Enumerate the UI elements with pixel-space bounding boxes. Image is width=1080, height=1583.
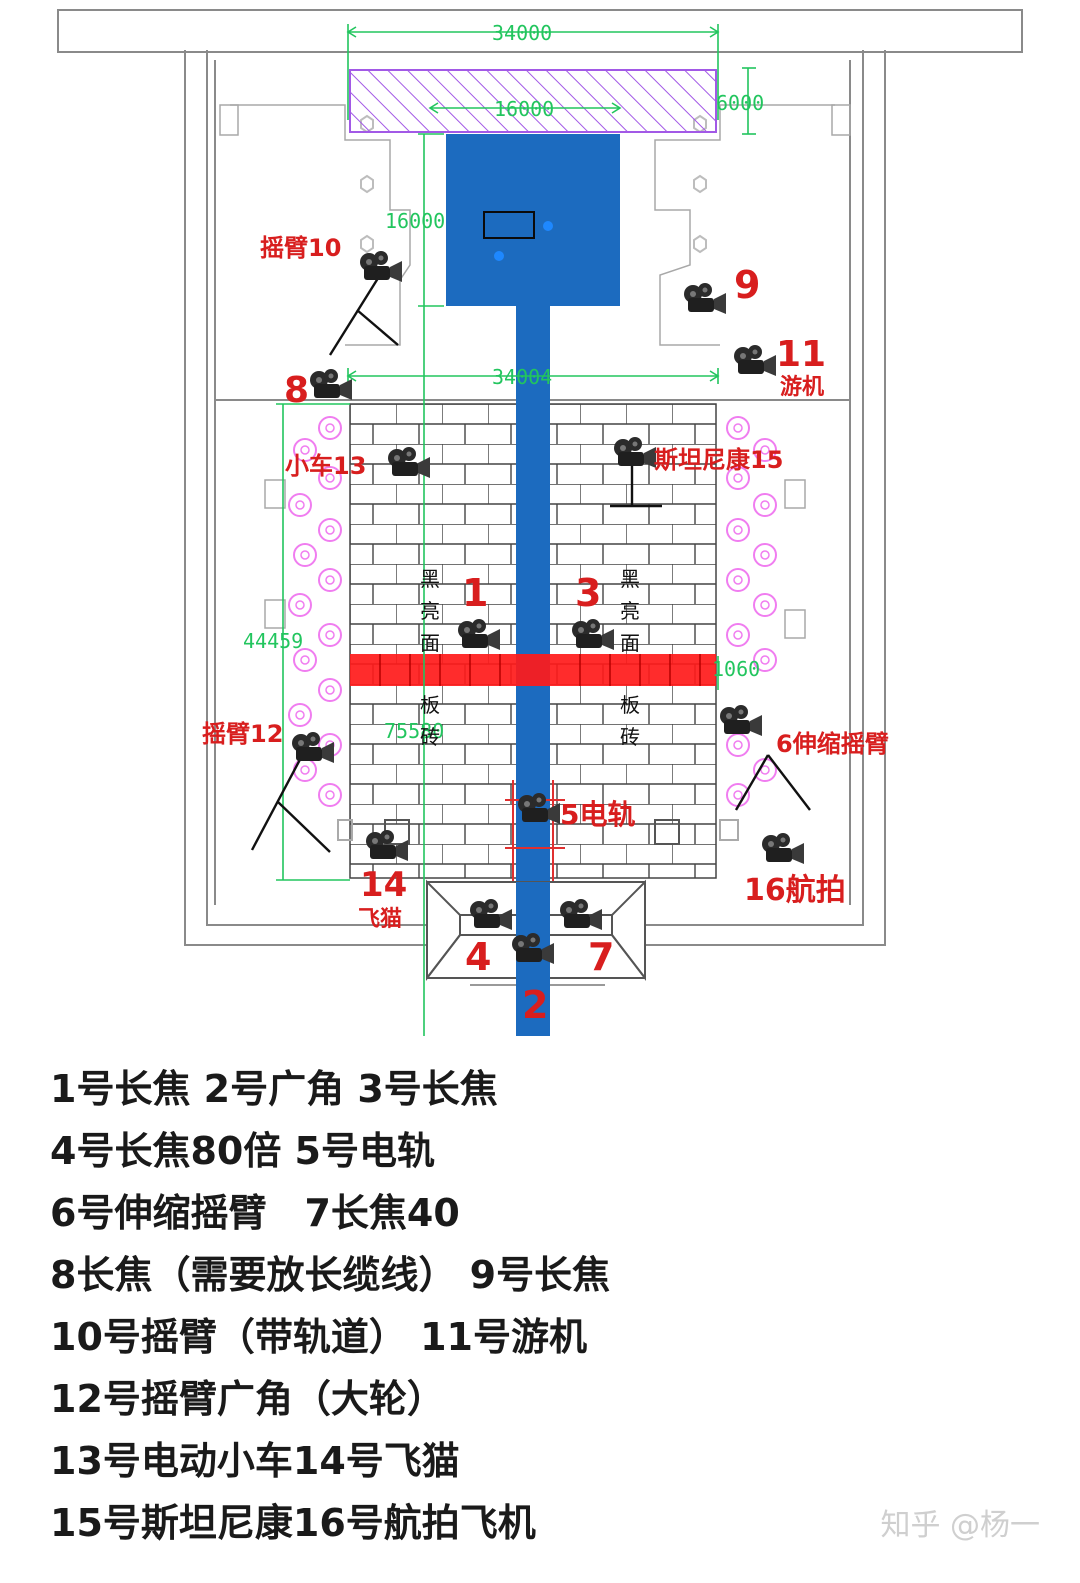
dim-stage-width: 16000 [494,97,554,121]
svg-text:黑: 黑 [420,567,440,591]
dim-side-depth: 44459 [243,629,303,653]
camera-label-13: 小车13 [285,452,366,480]
dimension-lines [276,24,756,1036]
camera-12-icon [292,732,334,763]
legend-line: 10号摇臂（带轨道） 11号游机 [50,1315,587,1359]
audience-tables-right [726,416,777,807]
svg-text:亮: 亮 [620,599,640,623]
legend-line: 8长焦（需要放长缆线） 9号长焦 [50,1253,611,1297]
camera-label-12: 摇臂12 [202,720,283,748]
camera-label-6: 6伸缩摇臂 [776,730,889,758]
stage-marker [494,251,504,261]
camera-label-3: 3 [575,571,601,615]
camera-label-8: 8 [284,370,309,411]
dim-stage-depth: 6000 [716,91,764,115]
camera-label-1: 1 [462,571,488,615]
svg-text:面: 面 [620,631,640,655]
dim-red-band: 1060 [712,657,760,681]
top-truss [57,9,1023,53]
camera-11-icon [734,345,776,376]
legend-line: 12号摇臂广角（大轮） [50,1377,445,1421]
camera-label-15: 斯坦尼康15 [654,446,783,474]
dolly-rail [505,780,565,900]
camera-label-9: 9 [734,263,760,307]
svg-text:砖: 砖 [420,725,440,749]
stage-marker [543,221,553,231]
camera-label-2: 2 [522,983,548,1027]
floor-note-right: 黑 亮 面 板 砖 [620,567,640,749]
camera-9-icon [684,283,726,314]
zhihu-watermark: 知乎 @杨一 [880,1508,1040,1543]
red-light-band [350,654,716,686]
camera-label-7: 7 [588,935,614,979]
led-screen [349,69,717,133]
svg-text:板: 板 [420,693,440,717]
camera-label-16: 16航拍 [744,873,846,908]
camera-label-14-sub: 飞猫 [358,907,402,932]
svg-text:面: 面 [420,631,440,655]
dim-runway-len: 16000 [385,209,445,233]
hall-outline [184,50,886,946]
camera-label-14: 14 [360,865,407,905]
camera-16-icon [762,833,804,864]
camera-label-10: 摇臂10 [260,234,341,262]
camera-6-icon [720,705,762,736]
svg-text:砖: 砖 [620,725,640,749]
venue-floor-plan: 34000 16000 6000 16000 34004 44459 75580… [57,9,1023,1036]
back-wall-steps [219,104,851,639]
dim-center-len: 75580 [384,719,444,743]
dim-top-width: 34000 [492,21,552,45]
legend-line: 13号电动小车14号飞猫 [50,1439,460,1483]
crane-arms [250,274,811,853]
camera-label-11: 11 [776,334,826,375]
camera-8-icon [310,369,352,400]
legend-line: 4号长焦80倍 5号电轨 [50,1129,435,1173]
legend-line: 15号斯坦尼康16号航拍飞机 [50,1501,536,1545]
legend-line: 1号长焦 2号广角 3号长焦 [50,1067,498,1111]
svg-text:板: 板 [620,693,640,717]
camera-label-11-sub: 游机 [780,374,824,400]
camera-10-icon [360,251,402,282]
dim-floor-width: 34004 [492,365,552,389]
camera-label-5: 5电轨 [560,798,635,831]
floor-note-left: 黑 亮 面 板 砖 [420,567,440,749]
svg-text:黑: 黑 [620,567,640,591]
stage-lift [483,211,535,239]
camera-legend: 1号长焦 2号广角 3号长焦 4号长焦80倍 5号电轨 6号伸缩摇臂 7长焦40… [50,1058,910,1554]
camera-label-4: 4 [465,935,491,979]
legend-line: 6号伸缩摇臂 7长焦40 [50,1191,460,1235]
svg-text:亮: 亮 [420,599,440,623]
